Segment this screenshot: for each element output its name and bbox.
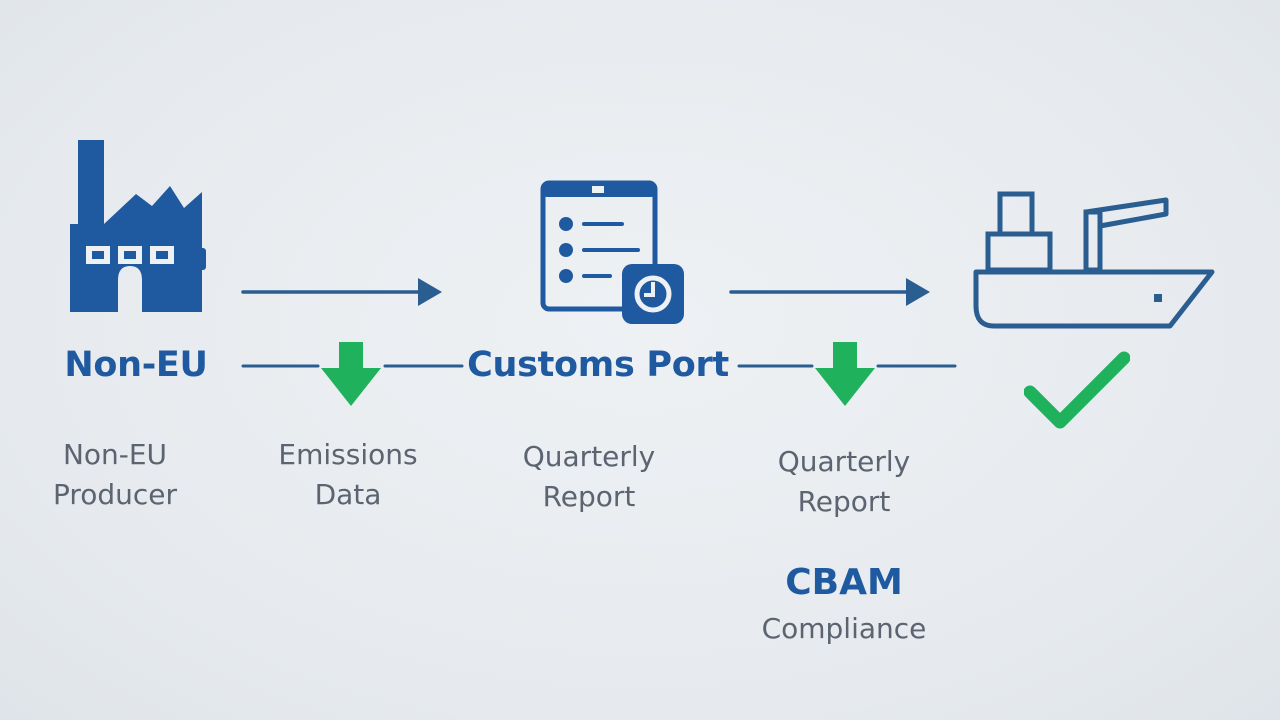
- emissions-description-line1: Emissions: [278, 438, 418, 471]
- flow-arrow-1: [241, 278, 442, 306]
- cargo-ship-icon: [973, 191, 1215, 329]
- quarterly-report-1-line1: Quarterly: [522, 440, 656, 473]
- producer-title: Non-EU: [64, 345, 208, 385]
- cbam-subtitle: Compliance: [761, 612, 927, 645]
- emissions-description: Emissions Data: [248, 435, 448, 515]
- cbam-title: CBAM: [785, 562, 903, 603]
- checklist-clock-icon: [540, 180, 684, 324]
- emissions-description-line2: Data: [314, 478, 382, 511]
- factory-icon: [70, 140, 206, 312]
- customs-port-title: Customs Port: [467, 345, 729, 385]
- quarterly-report-2-line2: Report: [797, 485, 891, 518]
- producer-description-line1: Non-EU: [62, 438, 168, 471]
- quarterly-report-2-line1: Quarterly: [777, 445, 911, 478]
- green-down-arrow-2: [815, 342, 875, 406]
- green-down-arrow-1: [321, 342, 381, 406]
- producer-description-line2: Producer: [52, 478, 178, 511]
- producer-description: Non-EU Producer: [15, 435, 215, 515]
- quarterly-report-description-1: Quarterly Report: [489, 437, 689, 517]
- checkmark-icon: [1024, 351, 1130, 429]
- flow-arrow-2: [729, 278, 930, 306]
- quarterly-report-description-2: Quarterly Report: [744, 442, 944, 522]
- quarterly-report-1-line2: Report: [542, 480, 636, 513]
